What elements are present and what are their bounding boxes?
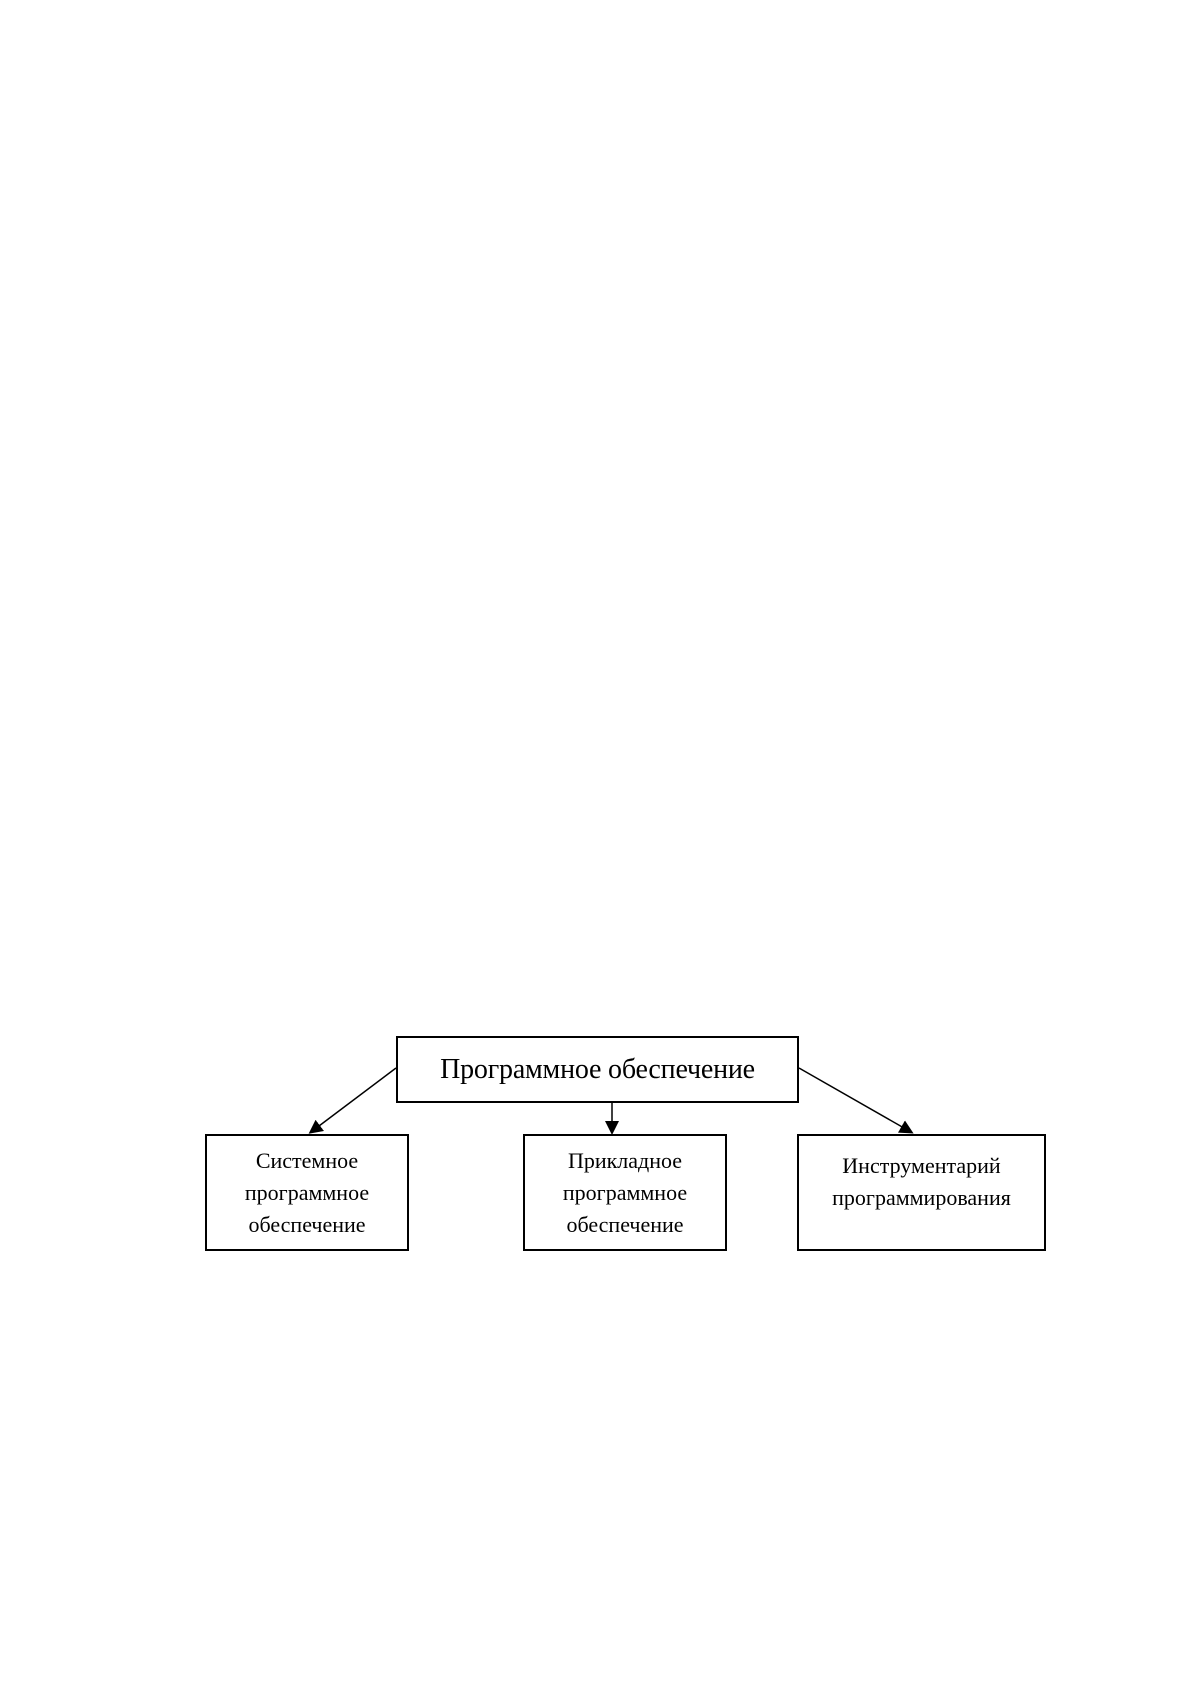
arrow-to-system-software [311, 1068, 396, 1132]
child-node-label: Прикладное программное обеспечение [525, 1145, 725, 1241]
child-node-system-software: Системное программное обеспечение [205, 1134, 409, 1251]
child-node-programming-tools: Инструментарий программирования [797, 1134, 1046, 1251]
root-node-label: Программное обеспечение [440, 1054, 755, 1086]
arrow-to-programming-tools [799, 1068, 911, 1132]
child-node-label: Системное программное обеспечение [207, 1145, 407, 1241]
child-node-label: Инструментарий программирования [799, 1150, 1044, 1214]
child-node-applied-software: Прикладное программное обеспечение [523, 1134, 727, 1251]
root-node-software: Программное обеспечение [396, 1036, 799, 1103]
